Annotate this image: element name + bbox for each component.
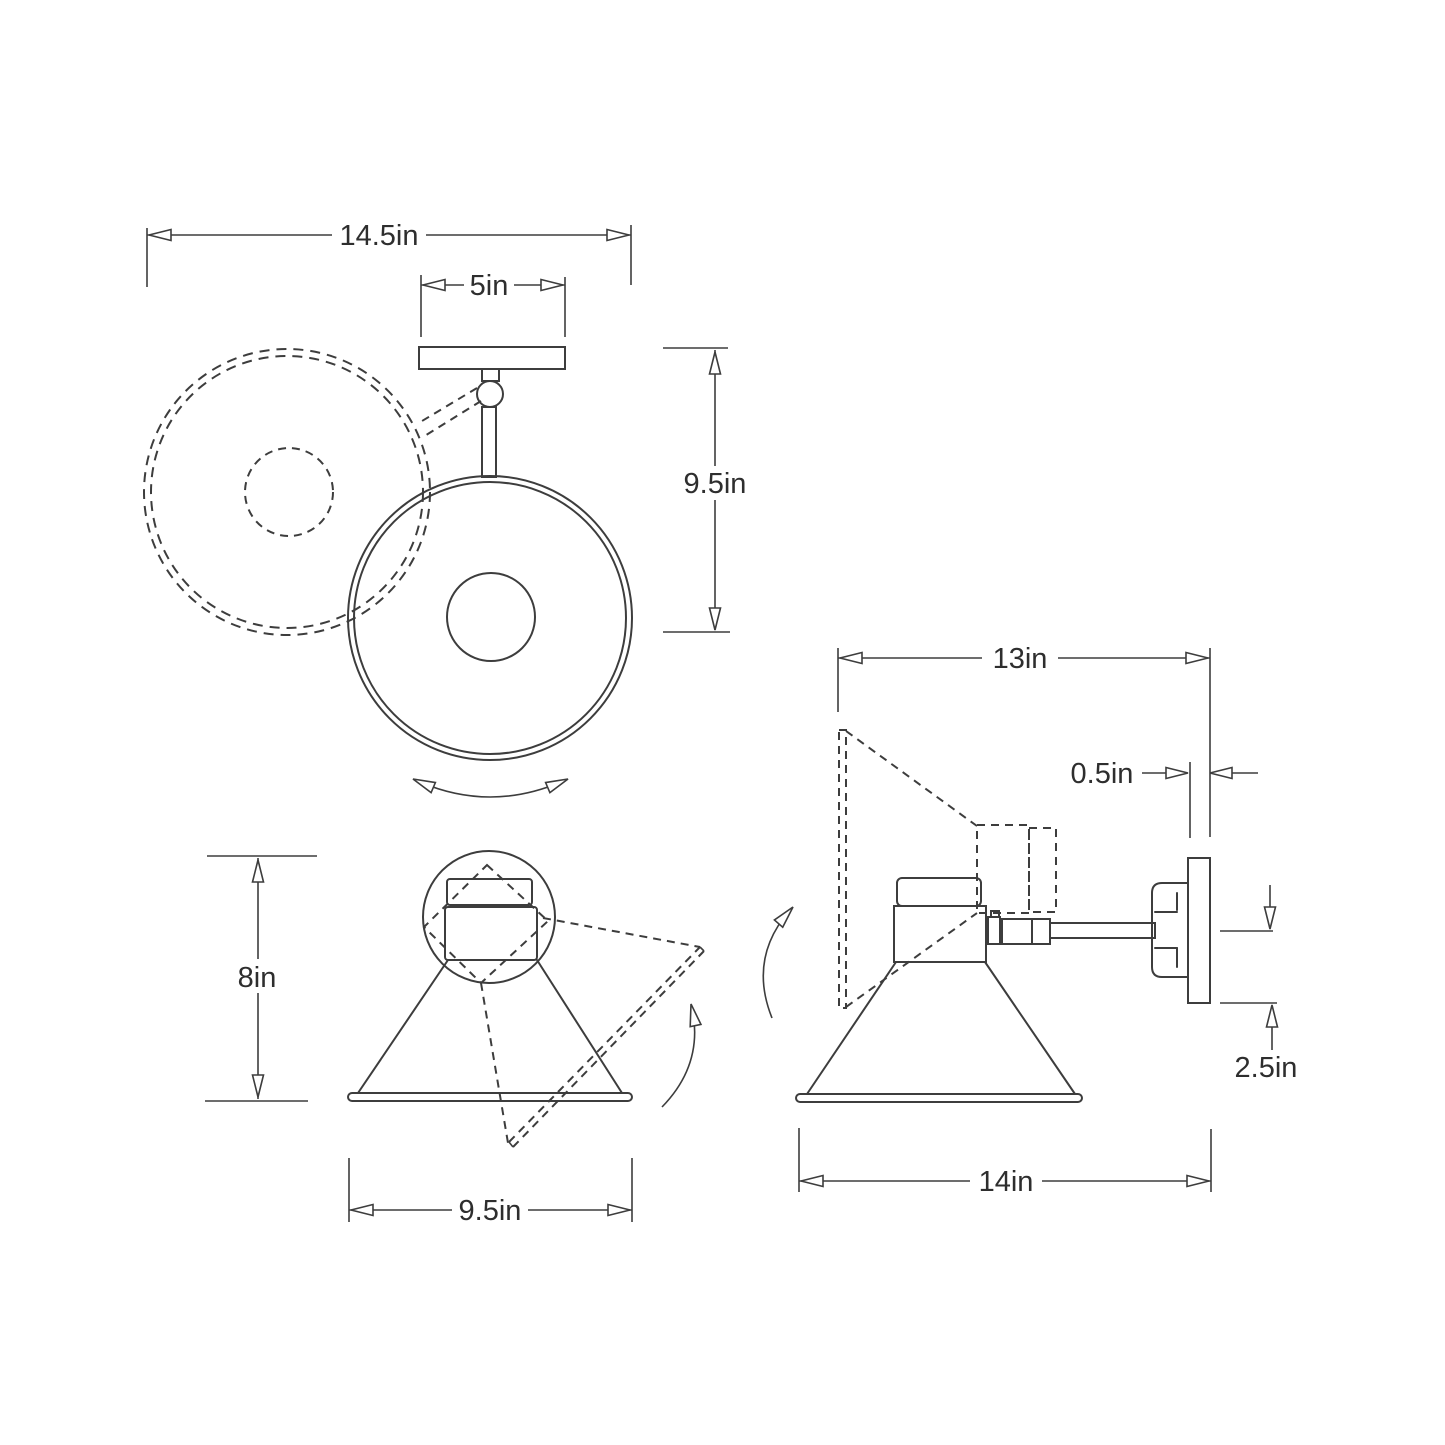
wall-backplate-side bbox=[1187, 857, 1211, 1004]
shade-folded-dashed bbox=[838, 729, 1057, 1009]
canopy-width-label: 5in bbox=[470, 270, 509, 302]
front-height-label: 8in bbox=[238, 962, 277, 994]
dimension-projection: 14in bbox=[798, 1128, 1212, 1198]
shade-front-outline bbox=[347, 878, 633, 1102]
shade-rotated-dashed bbox=[143, 348, 482, 636]
top-width-label: 14.5in bbox=[339, 220, 418, 252]
shade-diameter-label: 9.5in bbox=[459, 1195, 522, 1227]
dimension-top-depth: 9.5in bbox=[663, 347, 753, 633]
shade-top-outline bbox=[347, 475, 633, 761]
wall-backplate-front bbox=[422, 850, 556, 984]
ball-joint bbox=[476, 380, 504, 408]
dimension-top-width: 14.5in bbox=[146, 219, 632, 287]
side-view: 13in 0.5in 2.5in 1 bbox=[762, 642, 1297, 1198]
arm-length-label: 13in bbox=[993, 643, 1048, 675]
socket-hub bbox=[446, 572, 536, 662]
dimension-canopy-width: 5in bbox=[420, 269, 566, 337]
rotation-arrow-icon bbox=[412, 778, 569, 798]
dimension-backplate-thickness: 0.5in bbox=[1071, 758, 1258, 838]
shade-tilted-dashed bbox=[480, 917, 705, 1148]
tilt-arrow-icon bbox=[661, 1003, 703, 1108]
swivel-arm bbox=[987, 910, 1156, 945]
backplate-thickness-label: 0.5in bbox=[1071, 758, 1134, 790]
dimension-shade-diameter: 9.5in bbox=[348, 1158, 633, 1227]
extension-arm bbox=[1049, 922, 1156, 939]
shade-side-outline bbox=[795, 877, 1083, 1103]
backplate-drop-label: 2.5in bbox=[1235, 1052, 1298, 1084]
projection-label: 14in bbox=[979, 1166, 1034, 1198]
mounting-canopy bbox=[418, 346, 566, 478]
dimension-arm-length: 13in bbox=[837, 642, 1211, 837]
top-view: 14.5in 5in 9.5in bbox=[143, 219, 753, 798]
top-depth-label: 9.5in bbox=[684, 468, 747, 500]
wall-mount bbox=[1151, 857, 1211, 1004]
dimension-front-height: 8in bbox=[205, 855, 317, 1102]
front-view: 8in 9.5in bbox=[205, 850, 705, 1227]
dimension-backplate-drop: 2.5in bbox=[1220, 885, 1297, 1084]
fold-arrow-icon bbox=[762, 906, 794, 1019]
